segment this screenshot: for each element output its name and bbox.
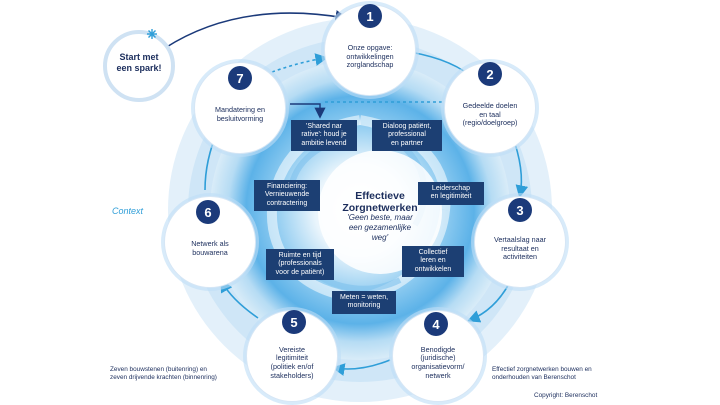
step-2-line-1: Gedeelde doelen xyxy=(462,101,518,111)
force-financiering-line-3: contractering xyxy=(266,199,308,207)
step-6-line-1: Netwerk als xyxy=(191,239,229,249)
force-collectief-leren-line-2: leren en xyxy=(420,257,446,265)
center-subtitle-line-1: 'Geen beste, maar xyxy=(347,213,413,222)
force-ruimte-line-1: Ruimte en tijd xyxy=(278,252,322,259)
step-5-badge: 5 xyxy=(282,310,306,334)
step-5-line-1: Vereiste xyxy=(279,344,305,354)
arrow-7-1 xyxy=(271,53,329,73)
step-7-line-2: besluitvorming xyxy=(216,114,264,123)
center-subtitle: 'Geen beste, maar een gezamenlijke weg' xyxy=(310,213,450,243)
step-5-line-3: (politiek en/of xyxy=(270,362,314,371)
force-leiderschap-line-2: en legitimiteit xyxy=(430,193,472,201)
step-3-line-1: Vertaalslag naar xyxy=(494,235,546,245)
arrow-4-5 xyxy=(331,359,391,376)
force-dialoog-line-3: en partner xyxy=(391,139,423,147)
footer-left-note: Zeven bouwstenen (buitenring) en zeven d… xyxy=(110,366,217,383)
context-label: Context xyxy=(112,206,144,216)
footer-right-line-1: Effectief zorgnetwerken bouwen en xyxy=(492,366,592,373)
force-collectief-leren-line-3: ontwikkelen xyxy=(414,265,452,273)
force-shared-narrative-line-2: rative': houd je xyxy=(301,131,347,139)
center-title-line-2: Zorgnetwerken xyxy=(342,202,418,215)
force-shared-narrative-line-3: ambitie levend xyxy=(301,139,347,147)
start-circle xyxy=(103,30,175,102)
step-4-badge: 4 xyxy=(424,312,448,336)
force-shared-narrative[interactable]: 'Shared nar rative': houd je ambitie lev… xyxy=(291,120,357,152)
center-title: Effectieve Zorgnetwerken xyxy=(310,190,450,214)
center-disc xyxy=(318,150,442,274)
footer-left-line-1: Zeven bouwstenen (buitenring) en xyxy=(110,366,207,373)
step-1-badge: 1 xyxy=(358,4,382,28)
step-4-line-1: Benodigde xyxy=(420,344,456,354)
center-subtitle-line-2: een gezamenlijke xyxy=(348,223,412,232)
footer-right-note: Effectief zorgnetwerken bouwen en onderh… xyxy=(492,366,592,383)
force-financiering-line-1: Financiering: xyxy=(266,183,308,190)
force-dialoog[interactable]: Dialoog patiënt, professional en partner xyxy=(372,120,442,152)
step-2-line-3: (regio/doelgroep) xyxy=(462,118,518,128)
force-ruimte-line-3: voor de patiënt) xyxy=(275,268,325,276)
force-collectief-leren[interactable]: Collectief leren en ontwikkelen xyxy=(402,246,464,278)
force-dialoog-line-2: professional xyxy=(388,131,426,139)
force-shared-narrative-line-1: 'Shared nar xyxy=(306,123,342,130)
start-label-line-1: Start met xyxy=(119,52,159,62)
start-arrow xyxy=(164,10,349,49)
step-3-line-2: resultaat en xyxy=(501,243,539,253)
start-label: Start met een spark! xyxy=(104,52,174,74)
force-ruimte-line-2: (professionals xyxy=(278,260,322,268)
force-leiderschap-line-1: Leiderschap xyxy=(431,185,471,192)
step-2-line-2: en taal xyxy=(479,109,501,119)
footer-left-line-2: zeven drijvende krachten (binnenring) xyxy=(110,374,217,382)
step-5-line-2: legitimiteit xyxy=(276,353,308,363)
step-5-line-4: stakeholders) xyxy=(270,370,314,380)
force-collectief-leren-line-1: Collectief xyxy=(418,249,448,256)
step-4-line-3: organisatievorm/ xyxy=(411,362,465,371)
force-financiering[interactable]: Financiering: Vernieuwende contractering xyxy=(254,180,320,212)
center-subtitle-line-3: weg' xyxy=(371,233,389,242)
step-4-line-2: (juridische) xyxy=(420,353,456,363)
copyright: Copyright: Berenschot xyxy=(534,392,598,399)
start-label-line-2: een spark! xyxy=(116,62,162,73)
force-leiderschap[interactable]: Leiderschap en legitimiteit xyxy=(418,182,484,205)
step-2-badge: 2 xyxy=(478,62,502,86)
step-6-circle[interactable]: Netwerk als bouwarena xyxy=(164,196,256,288)
step-7-badge: 7 xyxy=(228,66,252,90)
force-dialoog-line-1: Dialoog patiënt, xyxy=(382,123,432,130)
center-title-line-1: Effectieve xyxy=(355,190,405,202)
step-3-line-3: activiteiten xyxy=(503,252,537,262)
force-financiering-line-2: Vernieuwende xyxy=(264,191,310,199)
step-1-line-2: ontwikkelingen xyxy=(346,51,394,61)
force-meten[interactable]: Meten = weten, monitoring xyxy=(332,291,396,314)
step-6-badge: 6 xyxy=(196,200,220,224)
force-meten-line-2: monitoring xyxy=(347,302,381,310)
step-4-line-4: netwerk xyxy=(425,370,451,380)
spark-icon xyxy=(147,29,157,39)
loop-arrow-7 xyxy=(290,103,326,119)
footer-right-line-2: onderhouden van Berenschot xyxy=(492,374,576,382)
step-6-line-2: bouwarena xyxy=(192,248,228,257)
step-1-line-1: Onze opgave: xyxy=(347,43,393,53)
force-ruimte-en-tijd[interactable]: Ruimte en tijd (professionals voor de pa… xyxy=(266,249,334,281)
step-3-badge: 3 xyxy=(508,198,532,222)
step-1-line-3: zorglandschap xyxy=(346,60,394,70)
step-7-line-1: Mandatering en xyxy=(215,105,265,115)
force-meten-line-1: Meten = weten, xyxy=(339,294,389,301)
